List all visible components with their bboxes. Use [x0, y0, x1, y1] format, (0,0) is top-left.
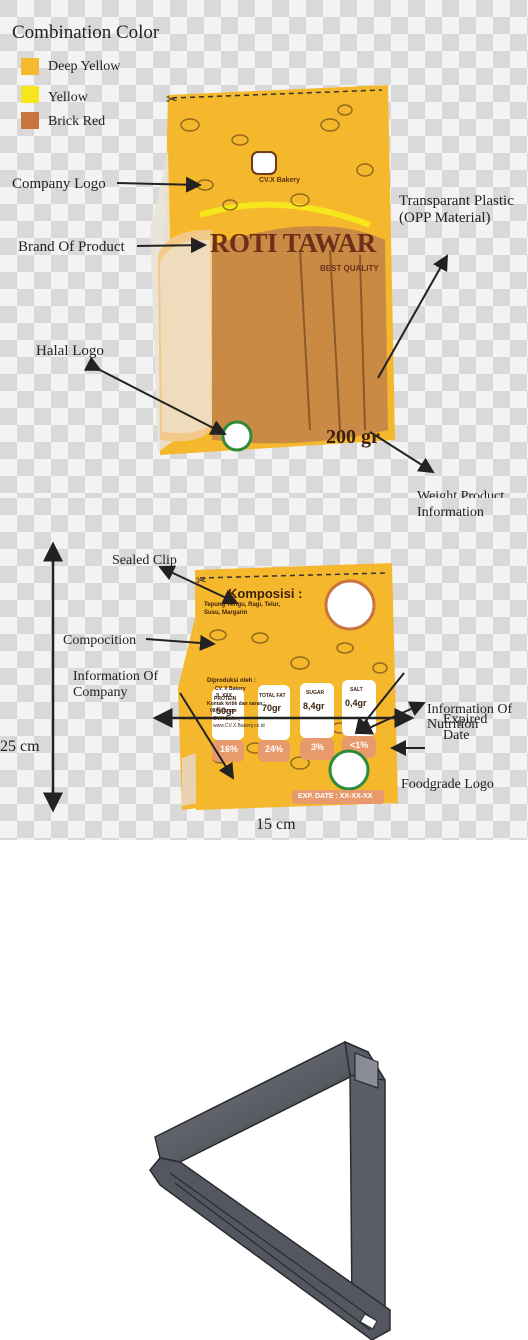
label-height: 25 cm	[0, 738, 40, 755]
sealed-clip-3d-model	[0, 840, 528, 1340]
label-foodgrade: Foodgrade Logo	[401, 776, 494, 793]
label-plastic-line1: Transparant Plastic	[399, 193, 514, 210]
nutrition-name-2: SUGAR	[306, 690, 324, 696]
front-view-panel: Combination Color Deep Yellow Yellow Bri…	[0, 0, 528, 498]
clip-3d-panel	[0, 840, 528, 1340]
brand-name: ROTI TAWAR	[210, 228, 376, 259]
komposisi-text-line2: Susu, Margarin	[204, 610, 247, 616]
nutrition-value-3: 0,4gr	[345, 698, 367, 708]
producer-address: Jl. XXX	[215, 693, 232, 699]
back-view-panel: ✂	[0, 498, 528, 840]
logo-text: CV.X Bakery	[259, 177, 300, 184]
komposisi-title: Komposisi :	[228, 586, 302, 601]
nutrition-percent-1: 24%	[265, 744, 283, 754]
nutrition-value-2: 8,4gr	[303, 701, 325, 711]
label-company-line2: Company	[73, 684, 127, 701]
producer-title: Diproduksi oleh :	[207, 678, 256, 684]
label-expired-line2: Date	[443, 727, 469, 744]
nutrition-name-3: SALT	[350, 687, 363, 693]
foodgrade-logo-icon	[330, 751, 368, 789]
nutrition-percent-3: <1%	[350, 740, 368, 750]
label-expired-line1: Expired	[443, 711, 487, 728]
weight-text: 200 gr	[326, 426, 380, 449]
quality-badge-icon	[326, 581, 374, 629]
label-company-line1: Information Of	[73, 668, 158, 685]
expiry-text: EXP. DATE : XX-XX-XX	[298, 793, 372, 800]
contact-phone: 08xxxx-xxx	[210, 708, 237, 714]
company-logo-icon	[252, 152, 276, 174]
label-halal-logo: Halal Logo	[36, 343, 104, 360]
halal-logo-icon	[223, 422, 251, 450]
clip-top-arm	[155, 1042, 368, 1162]
label-composition: Compocition	[63, 632, 136, 649]
social-website: www.CV.X.Bakery.co.id	[213, 723, 265, 729]
nutrition-percent-2: 3%	[311, 742, 324, 752]
scissors-icon: ✂	[166, 93, 178, 108]
brand-tagline: BEST QUALITY	[320, 264, 379, 273]
label-brand: Brand Of Product	[18, 239, 125, 256]
label-weight-line2: Information	[417, 504, 484, 521]
nutrition-name-1: TOTAL FAT	[259, 693, 286, 699]
producer-name: CV. X Bakery	[215, 686, 246, 692]
contact-label: Kontak kritik dan saran :	[207, 701, 265, 707]
label-width: 15 cm	[256, 816, 296, 833]
label-plastic-line2: (OPP Material)	[399, 210, 491, 227]
label-weight-line1: Weight Product	[417, 488, 504, 498]
komposisi-text-line1: Tepung Terigu, Ragi, Telur,	[204, 602, 280, 608]
label-sealed-clip: Sealed Clip	[112, 552, 177, 569]
nutrition-percent-0: 16%	[220, 744, 238, 754]
label-company-logo: Company Logo	[12, 176, 106, 193]
social-handle: CV.X.Bakery	[213, 716, 241, 722]
